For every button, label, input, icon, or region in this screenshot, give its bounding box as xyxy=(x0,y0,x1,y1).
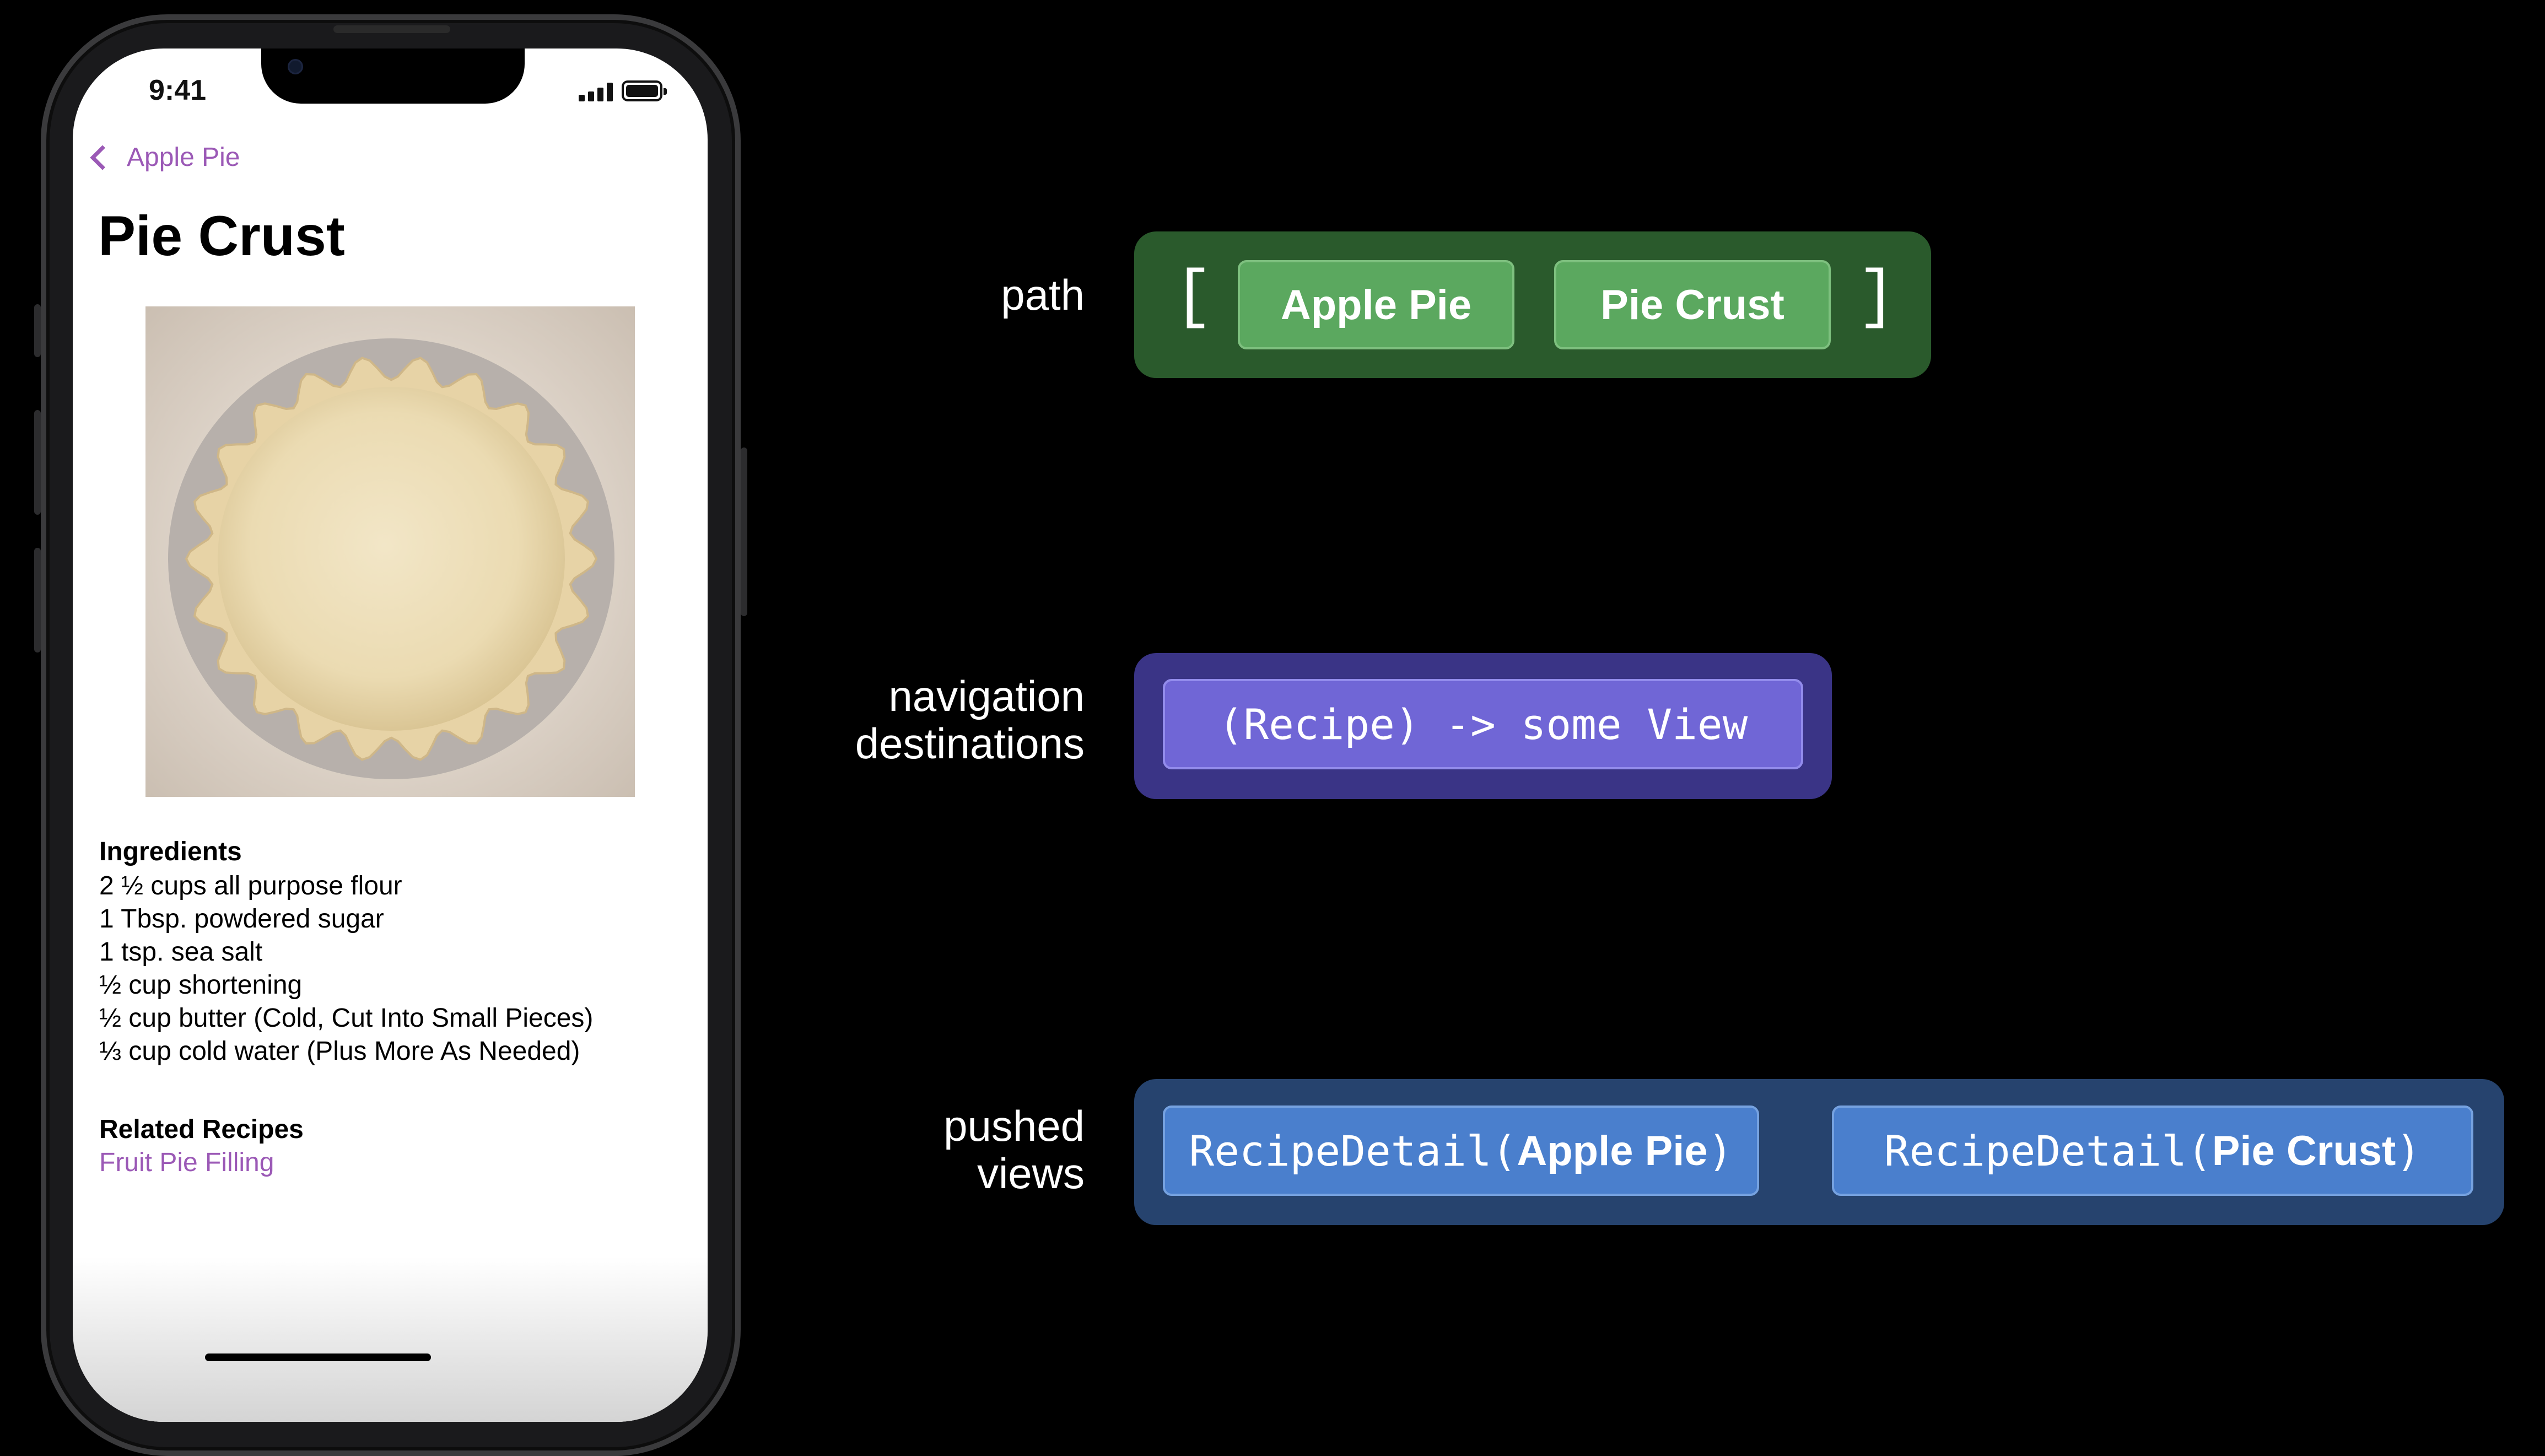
front-camera xyxy=(288,59,303,74)
destination-item: (Recipe) -> some View xyxy=(1163,679,1803,769)
notch xyxy=(261,48,525,104)
bottom-fade xyxy=(73,1257,708,1422)
list-item: ½ cup butter (Cold, Cut Into Small Piece… xyxy=(99,1004,594,1033)
pushed-views-label: pushed views xyxy=(943,1102,1085,1198)
pie-crust-photo xyxy=(145,306,635,797)
list-item: ⅓ cup cold water (Plus More As Needed) xyxy=(99,1037,580,1066)
page-title: Pie Crust xyxy=(98,204,345,267)
view-argument: Pie Crust xyxy=(2212,1127,2396,1174)
volume-up-button xyxy=(34,410,41,515)
back-button-label: Apple Pie xyxy=(127,143,240,172)
list-item: 2 ½ cups all purpose flour xyxy=(99,871,402,900)
silent-switch xyxy=(34,304,41,357)
view-argument: Apple Pie xyxy=(1517,1127,1708,1174)
related-recipes-heading: Related Recipes xyxy=(99,1115,304,1144)
ingredients-list: 2 ½ cups all purpose flour 1 Tbsp. powde… xyxy=(99,870,593,1068)
related-recipe-link[interactable]: Fruit Pie Filling xyxy=(99,1148,274,1177)
cellular-signal-icon xyxy=(579,83,613,101)
view-close-paren: ) xyxy=(2396,1126,2422,1175)
path-item-apple-pie: Apple Pie xyxy=(1238,260,1514,349)
view-type: RecipeDetail( xyxy=(1884,1126,2212,1175)
battery-icon xyxy=(622,80,667,101)
ingredients-heading: Ingredients xyxy=(99,837,242,866)
power-button xyxy=(741,447,747,616)
view-type: RecipeDetail( xyxy=(1189,1126,1517,1175)
pushed-view-pie-crust: RecipeDetail(Pie Crust) xyxy=(1832,1106,2473,1196)
view-close-paren: ) xyxy=(1707,1126,1733,1175)
back-button[interactable]: Apple Pie xyxy=(88,142,240,172)
list-item: 1 Tbsp. powdered sugar xyxy=(99,904,384,934)
path-close-bracket: ] xyxy=(1857,261,1896,335)
path-item-pie-crust: Pie Crust xyxy=(1554,260,1831,349)
status-time: 9:41 xyxy=(149,74,207,106)
list-item: 1 tsp. sea salt xyxy=(99,937,263,967)
volume-down-button xyxy=(34,548,41,652)
speaker-grille xyxy=(333,25,450,33)
chevron-left-icon xyxy=(90,144,115,170)
path-open-bracket: [ xyxy=(1174,261,1213,335)
path-label: path xyxy=(1001,271,1085,319)
list-item: ½ cup shortening xyxy=(99,970,303,1000)
home-indicator[interactable] xyxy=(205,1353,431,1361)
navigation-destinations-label: navigation destinations xyxy=(855,672,1085,768)
pushed-view-apple-pie: RecipeDetail(Apple Pie) xyxy=(1163,1106,1759,1196)
